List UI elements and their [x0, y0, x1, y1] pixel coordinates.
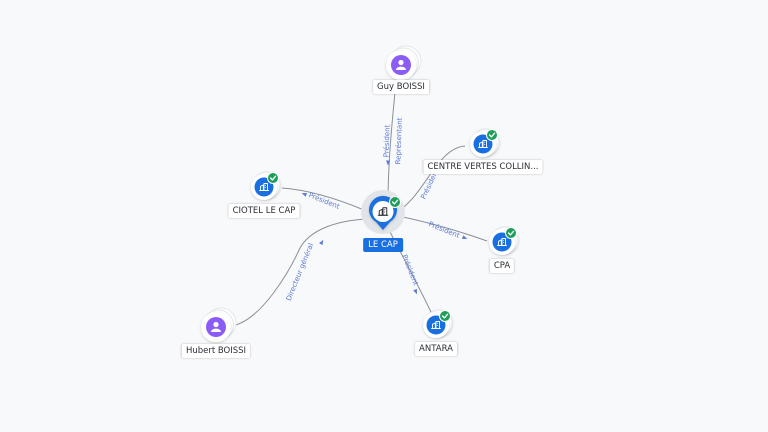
verified-check-icon	[486, 129, 498, 141]
node-ciotel[interactable]	[251, 171, 281, 200]
arrow-icon	[301, 192, 308, 197]
edge-center-cpa: Président	[397, 215, 488, 242]
node-label-guy[interactable]: Guy BOISSI	[373, 80, 429, 94]
arrow-icon	[386, 160, 390, 166]
node-cpa[interactable]	[489, 226, 519, 255]
building-icon	[431, 321, 441, 329]
edge-line	[281, 187, 365, 211]
node-guy[interactable]	[386, 45, 422, 80]
verified-check-icon	[389, 196, 401, 208]
edge-line	[397, 215, 488, 242]
node-label-centre[interactable]: CENTRE VERTES COLLIN...	[423, 160, 543, 174]
building-icon	[259, 183, 269, 191]
edge-line	[231, 218, 367, 327]
person-icon	[396, 59, 406, 70]
verified-check-icon	[267, 172, 279, 184]
node-center[interactable]	[361, 190, 405, 234]
edge-hubert-center: Directeur général	[231, 218, 367, 327]
edge-label: Représentant	[394, 117, 404, 164]
edge-label: Directeur général	[285, 242, 315, 302]
edge-label: Président	[307, 191, 341, 211]
building-icon	[497, 238, 507, 246]
person-icon	[211, 321, 221, 332]
node-label-center[interactable]: LE CAP	[363, 238, 403, 252]
node-label-ciotel[interactable]: CIOTEL LE CAP	[228, 204, 300, 218]
arrow-icon	[319, 239, 324, 246]
edge-label: Président	[427, 220, 461, 240]
edge-label: Président	[382, 124, 391, 157]
edge-line	[387, 91, 396, 196]
edge-center-centre: Président	[396, 145, 466, 213]
node-centre[interactable]	[470, 128, 500, 157]
arrow-icon	[413, 288, 417, 295]
verified-check-icon	[505, 227, 517, 239]
node-label-antara[interactable]: ANTARA	[415, 342, 457, 356]
building-icon	[377, 207, 389, 216]
edge-label: Président	[400, 253, 420, 287]
node-hubert[interactable]	[201, 307, 237, 342]
edge-line	[388, 229, 432, 313]
arrow-icon	[461, 235, 468, 240]
node-antara[interactable]	[423, 309, 453, 338]
building-icon	[478, 140, 488, 148]
node-label-cpa[interactable]: CPA	[489, 259, 515, 273]
verified-check-icon	[439, 310, 451, 322]
node-label-hubert[interactable]: Hubert BOISSI	[181, 344, 251, 358]
